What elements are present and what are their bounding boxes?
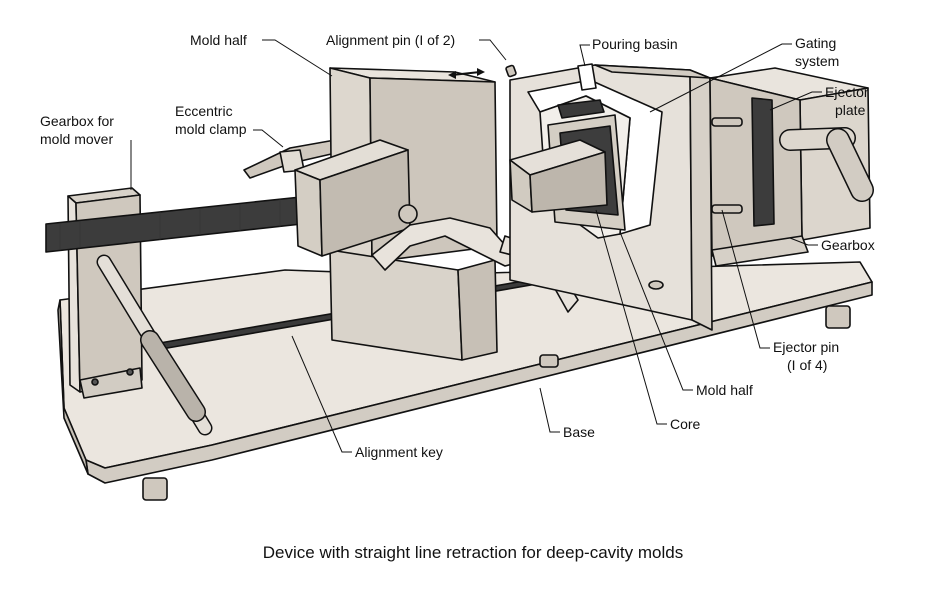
crank-rod [96, 254, 213, 436]
base-feet [142, 305, 851, 501]
label-gearbox-for-mold-mover-line1: Gearbox for [40, 113, 114, 129]
right-mold-half [509, 63, 713, 331]
label-eccentric-mold-clamp-line1: Eccentric [175, 103, 233, 119]
label-alignment-pin: Alignment pin (I of 2) [326, 32, 455, 48]
leader-lines [130, 39, 822, 453]
alignment-pin [505, 64, 517, 78]
labels: Gearbox for mold mover Eccentric mold cl… [40, 32, 875, 562]
label-gearbox: Gearbox [821, 237, 875, 253]
label-base: Base [563, 424, 595, 440]
label-gating-system-line2: system [795, 53, 839, 69]
motion-arrow-icon [448, 68, 485, 79]
ejector-pins [711, 117, 743, 214]
label-gating-system-line1: Gating [795, 35, 836, 51]
label-ejector-pin-line2: (I of 4) [787, 357, 827, 373]
label-ejector-plate-line1: Ejector [825, 84, 869, 100]
label-core: Core [670, 416, 701, 432]
label-pouring-basin: Pouring basin [592, 36, 678, 52]
left-mold-half [294, 67, 521, 361]
label-mold-half-right: Mold half [696, 382, 753, 398]
ejector-gearbox [709, 67, 874, 267]
label-alignment-key: Alignment key [355, 444, 443, 460]
label-mold-half-left: Mold half [190, 32, 247, 48]
label-ejector-plate-line2: plate [835, 102, 866, 118]
figure-caption: Device with straight line retraction for… [263, 543, 683, 562]
label-eccentric-mold-clamp-line2: mold clamp [175, 121, 247, 137]
label-gearbox-for-mold-mover-line2: mold mover [40, 131, 113, 147]
label-ejector-pin-line1: Ejector pin [773, 339, 839, 355]
ejector-handle [779, 127, 874, 202]
